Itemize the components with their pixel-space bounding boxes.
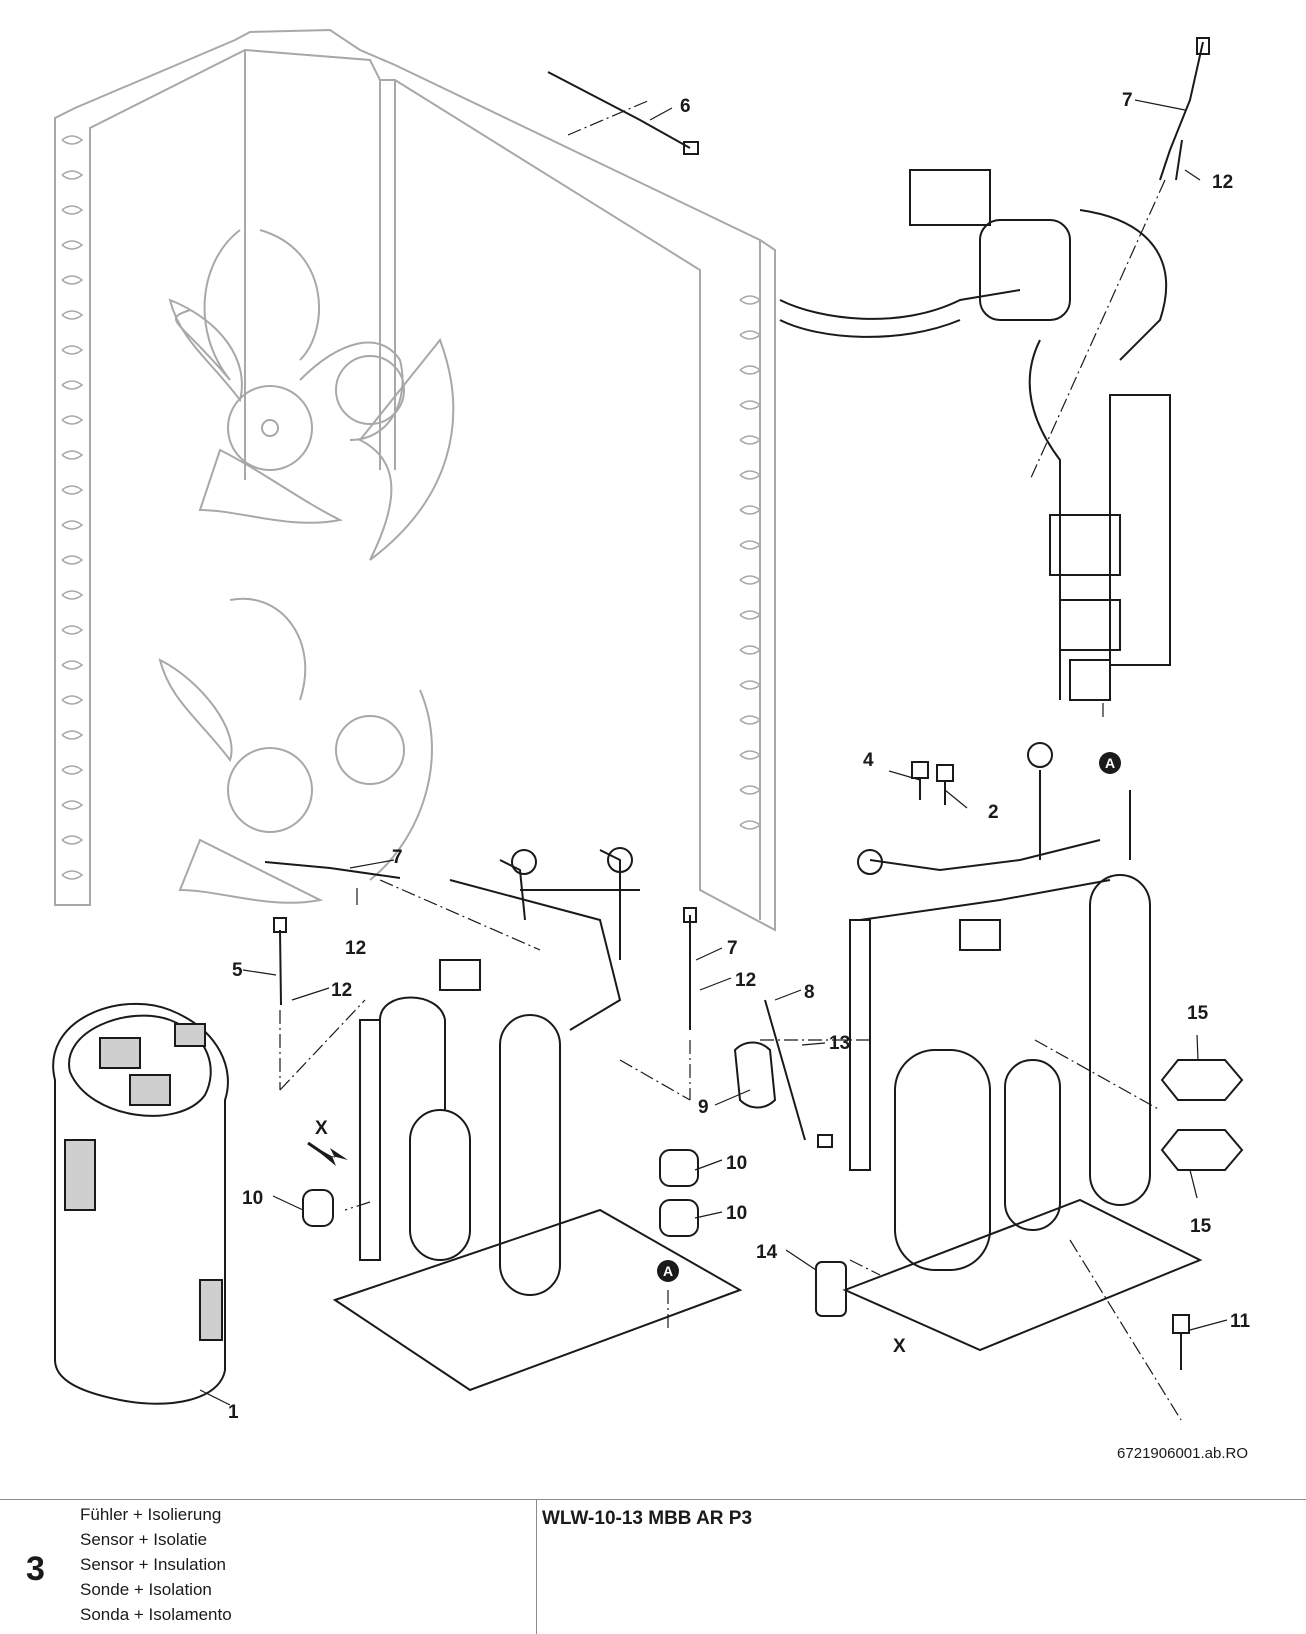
view-label-x: X bbox=[893, 1336, 906, 1357]
reference-marker-label: A bbox=[663, 1263, 673, 1279]
callout-12: 12 bbox=[1212, 172, 1233, 193]
callout-1: 1 bbox=[228, 1402, 239, 1423]
part-description-list: Fühler + Isolierung Sensor + Isolatie Se… bbox=[80, 1502, 232, 1627]
callout-15: 15 bbox=[1187, 1003, 1209, 1024]
loose-parts bbox=[264, 37, 1244, 1370]
left-compressor-assembly bbox=[332, 847, 743, 1392]
right-compressor-assembly bbox=[842, 742, 1203, 1352]
callout-7: 7 bbox=[1122, 90, 1133, 111]
page-number: 3 bbox=[26, 1550, 45, 1588]
callout-2: 2 bbox=[988, 802, 999, 823]
callout-7: 7 bbox=[727, 938, 738, 959]
title-block: 3 Fühler + Isolierung Sensor + Isolatie … bbox=[0, 1499, 1306, 1634]
callout-4: 4 bbox=[863, 750, 874, 771]
callout-10: 10 bbox=[242, 1188, 263, 1209]
callout-9: 9 bbox=[698, 1097, 709, 1118]
model-title: WLW-10-13 MBB AR P3 bbox=[542, 1508, 753, 1529]
callout-10: 10 bbox=[726, 1203, 747, 1224]
divider bbox=[536, 1500, 537, 1634]
leader-lines bbox=[199, 99, 1228, 1406]
callout-10: 10 bbox=[726, 1153, 747, 1174]
callout-8: 8 bbox=[804, 982, 815, 1003]
callout-labels: 6 7 12 7 12 5 12 7 12 8 13 9 10 10 10 14… bbox=[228, 90, 1251, 1423]
upper-fan bbox=[168, 229, 455, 561]
view-label-x: X bbox=[315, 1118, 328, 1139]
reference-marker: A bbox=[657, 1260, 679, 1282]
callout-15: 15 bbox=[1190, 1216, 1212, 1237]
exploded-parts-diagram: 6 7 12 7 12 5 12 7 12 8 13 9 10 10 10 14… bbox=[52, 28, 1251, 1462]
description-en: Sensor + Insulation bbox=[80, 1555, 227, 1574]
callout-11: 11 bbox=[1230, 1311, 1251, 1332]
callout-6: 6 bbox=[680, 96, 691, 117]
callout-5: 5 bbox=[232, 960, 243, 981]
callout-12: 12 bbox=[331, 980, 352, 1001]
description-fr: Sonde + Isolation bbox=[80, 1580, 212, 1599]
hydraulic-module bbox=[779, 169, 1171, 701]
alignment-lines bbox=[279, 99, 1182, 1421]
callout-12: 12 bbox=[735, 970, 756, 991]
description-de: Fühler + Isolierung bbox=[80, 1505, 222, 1524]
reference-marker-label: A bbox=[1105, 755, 1115, 771]
callout-14: 14 bbox=[756, 1242, 778, 1263]
callout-7: 7 bbox=[392, 847, 403, 868]
description-it: Sonda + Isolamento bbox=[80, 1605, 232, 1624]
callout-13: 13 bbox=[829, 1033, 850, 1054]
description-nl: Sensor + Isolatie bbox=[80, 1530, 208, 1549]
condenser-coil-frame bbox=[54, 28, 776, 932]
reference-marker: A bbox=[1099, 752, 1121, 774]
drawing-id: 6721906001.ab.RO bbox=[1117, 1445, 1248, 1462]
compressor-cover bbox=[52, 1002, 229, 1405]
lower-fan bbox=[158, 597, 433, 904]
callout-12: 12 bbox=[345, 938, 366, 959]
